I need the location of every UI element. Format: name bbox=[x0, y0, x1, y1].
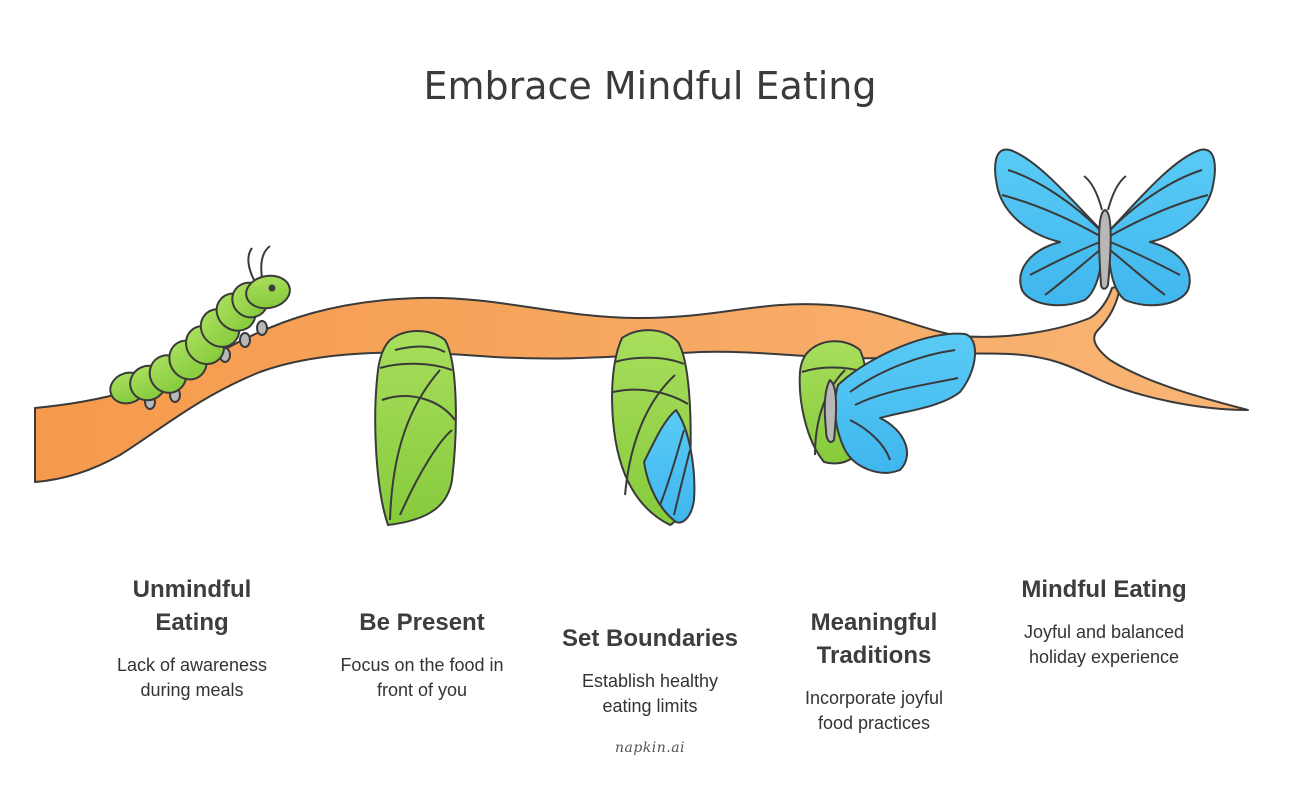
stage-unmindful-eating: Unmindful Eating Lack of awareness durin… bbox=[72, 573, 312, 703]
stage-be-present: Be Present Focus on the food in front of… bbox=[302, 606, 542, 703]
stage-heading: Meaningful Traditions bbox=[810, 609, 938, 669]
stage-description: Incorporate joyful food practices bbox=[804, 688, 944, 733]
stage-description: Lack of awareness during meals bbox=[116, 655, 268, 700]
stage-heading: Unmindful Eating bbox=[132, 576, 252, 636]
stage-heading: Mindful Eating bbox=[1021, 576, 1187, 603]
stage-heading: Set Boundaries bbox=[561, 625, 739, 652]
chrysalis-emerging-icon bbox=[611, 329, 696, 526]
butterfly-icon bbox=[994, 148, 1216, 307]
stage-description: Focus on the food in front of you bbox=[340, 655, 504, 700]
stage-meaningful-traditions: Meaningful Traditions Incorporate joyful… bbox=[754, 606, 994, 736]
napkin-watermark: napkin.ai bbox=[614, 740, 686, 756]
stage-description: Establish healthy eating limits bbox=[581, 671, 719, 716]
stage-set-boundaries: Set Boundaries Establish healthy eating … bbox=[530, 622, 770, 719]
caterpillar-icon bbox=[109, 245, 291, 410]
stage-mindful-eating: Mindful Eating Joyful and balanced holid… bbox=[984, 573, 1224, 670]
butterfly-emerging-icon bbox=[798, 332, 977, 474]
page-title: Embrace Mindful Eating bbox=[423, 64, 877, 108]
stage-description: Joyful and balanced holiday experience bbox=[1023, 622, 1185, 667]
stage-heading: Be Present bbox=[359, 609, 485, 636]
chrysalis-icon bbox=[374, 330, 457, 526]
